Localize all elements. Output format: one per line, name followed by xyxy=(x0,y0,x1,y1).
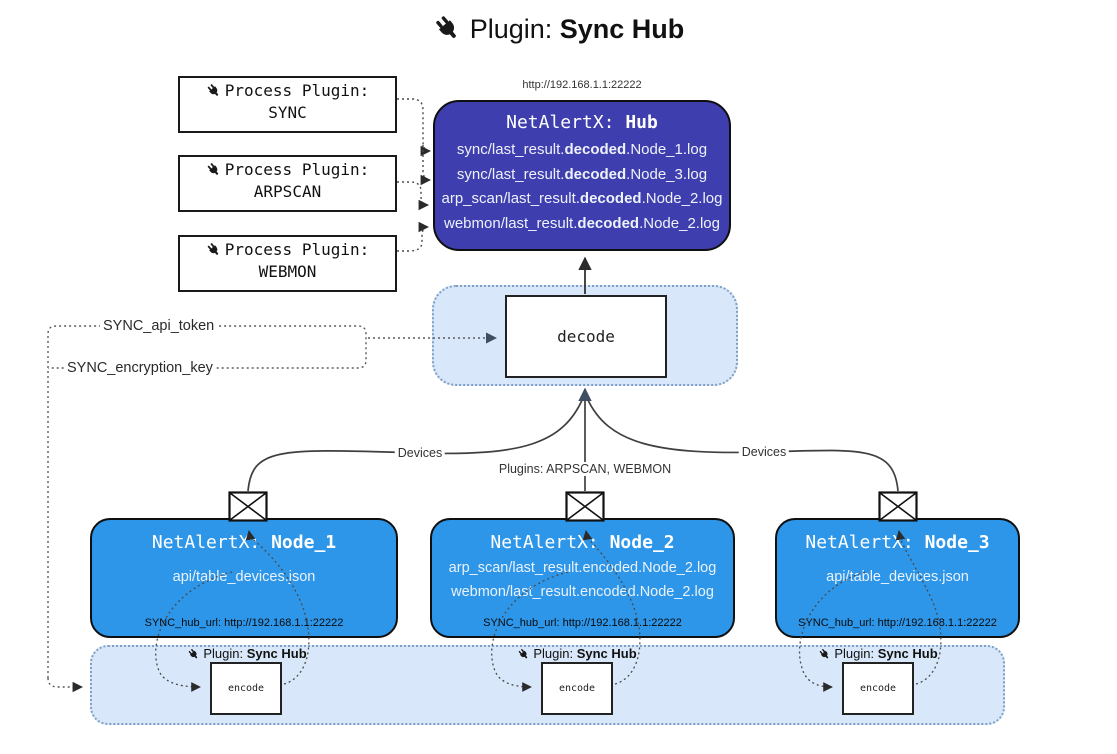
plug-icon xyxy=(206,162,222,182)
devices-right-label: Devices xyxy=(738,445,790,459)
node-sync-hub-url: SYNC_hub_url: http://192.168.1.1:22222 xyxy=(798,617,997,629)
hub-log-line: webmon/last_result.decoded.Node_2.log xyxy=(444,214,720,232)
title-bold: Sync Hub xyxy=(559,14,685,44)
envelope-icon xyxy=(228,491,268,522)
hub-url-label: http://192.168.1.1:22222 xyxy=(522,79,642,91)
plug-icon xyxy=(206,242,222,262)
hub-log-line: sync/last_result.decoded.Node_3.log xyxy=(456,165,708,183)
page-title: Plugin: Sync Hub xyxy=(0,14,1117,51)
envelope-icon xyxy=(565,491,605,522)
node-file: api/table_devices.json xyxy=(826,569,969,585)
plugins-center-label: Plugins: ARPSCAN, WEBMON xyxy=(495,462,675,476)
node-2-box: NetAlertX: Node_2 arp_scan/last_result.e… xyxy=(430,518,735,638)
devices-left-label: Devices xyxy=(394,446,446,460)
process-plugin-name: WEBMON xyxy=(258,262,317,281)
process-plugin-sync: Process Plugin: SYNC xyxy=(178,76,397,133)
process-plugin-webmon: Process Plugin: WEBMON xyxy=(178,235,397,292)
encode-box: encode xyxy=(842,662,914,715)
node-title: NetAlertX: Node_1 xyxy=(151,532,337,553)
plug-icon xyxy=(206,83,222,103)
encode-box: encode xyxy=(541,662,613,715)
node-sync-hub-url: SYNC_hub_url: http://192.168.1.1:22222 xyxy=(483,617,682,629)
node-file: api/table_devices.json xyxy=(172,569,316,585)
sync-api-token-label: SYNC_api_token xyxy=(100,318,218,334)
process-plugin-arpscan: Process Plugin: ARPSCAN xyxy=(178,155,397,212)
sync-encryption-key-label: SYNC_encryption_key xyxy=(64,360,216,376)
hub-log-line: sync/last_result.decoded.Node_1.log xyxy=(456,141,708,158)
process-plugin-name: SYNC xyxy=(268,103,307,122)
plug-icon xyxy=(818,648,831,664)
node-title: NetAlertX: Node_3 xyxy=(805,532,990,553)
decode-box: decode xyxy=(505,295,667,378)
plug-icon xyxy=(433,14,463,51)
node-3-box: NetAlertX: Node_3 api/table_devices.json… xyxy=(775,518,1020,638)
title-prefix: Plugin: xyxy=(469,14,560,44)
plug-icon xyxy=(187,648,200,664)
process-plugin-name: ARPSCAN xyxy=(253,182,322,201)
node-sync-hub-url: SYNC_hub_url: http://192.168.1.1:22222 xyxy=(144,617,344,629)
node-1-box: NetAlertX: Node_1 api/table_devices.json… xyxy=(90,518,398,638)
envelope-icon xyxy=(878,491,918,522)
hub-log-line: arp_scan/last_result.decoded.Node_2.log xyxy=(441,190,723,207)
node-file: webmon/last_result.encoded.Node_2.log xyxy=(451,584,714,600)
encode-box: encode xyxy=(210,662,282,715)
node-title: NetAlertX: Node_2 xyxy=(490,532,675,553)
hub-box: NetAlertX: Hub sync/last_result.decoded.… xyxy=(433,100,731,251)
node-file: arp_scan/last_result.encoded.Node_2.log xyxy=(448,560,717,576)
plug-icon xyxy=(517,648,530,664)
hub-title: NetAlertX: Hub xyxy=(506,112,658,133)
